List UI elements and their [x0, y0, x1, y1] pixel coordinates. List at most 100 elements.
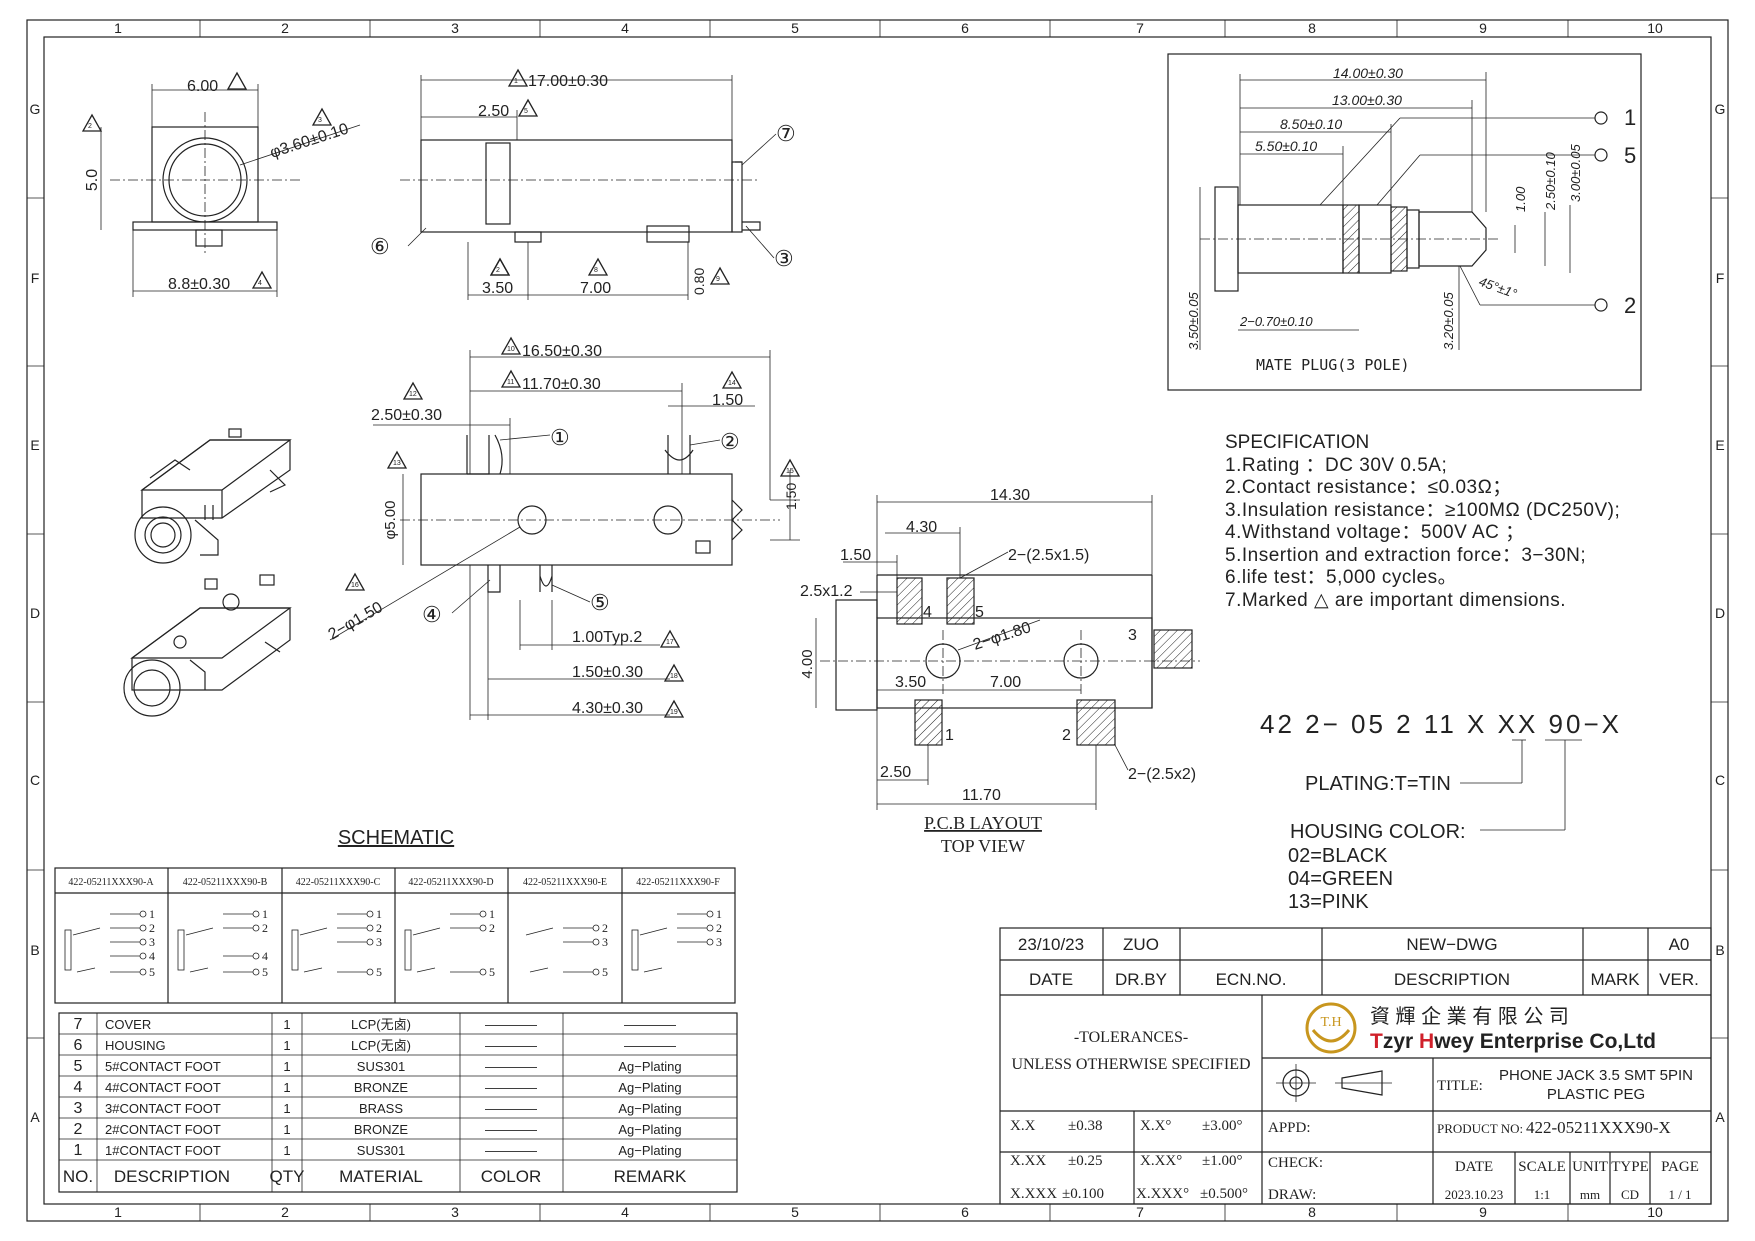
dim-top-length: 16.50±0.30 [522, 343, 602, 360]
part-number-code: 42 2− 05 2 11 X XX 90−X [1260, 709, 1622, 739]
bom-cell: 2#CONTACT FOOT [105, 1122, 221, 1137]
important-dim-marker [518, 99, 538, 117]
plug-pin-2: 2 [1624, 293, 1636, 318]
tol-cell: ±1.00° [1202, 1153, 1242, 1169]
col-label: 4 [621, 20, 629, 36]
dim-pcb-2-50: 2.50 [880, 764, 911, 781]
schematic-variant-name: 422-05211XXX90-A [68, 877, 154, 888]
row-label: D [1715, 605, 1725, 621]
row-label: A [30, 1109, 40, 1125]
rev-description: NEW−DWG [1406, 935, 1497, 954]
schematic-variant-name: 422-05211XXX90-F [636, 877, 720, 888]
bom-cell: ———— [624, 1038, 676, 1053]
bom-cell: BRONZE [354, 1080, 409, 1095]
pad-label-2: 2 [1062, 727, 1071, 744]
footer-header: DATE [1455, 1159, 1493, 1175]
dim-plug-0-70: 2−0.70±0.10 [1239, 314, 1313, 329]
marker-number: 3 [318, 117, 322, 124]
schematic-symbol: 123 [631, 907, 722, 973]
dim-plug-2-50: 2.50±0.10 [1543, 151, 1558, 211]
dim-plug-3-20: 3.20±0.05 [1441, 291, 1456, 350]
header-date: DATE [1029, 970, 1073, 989]
important-dim-marker [490, 258, 510, 276]
callout-7: ⑦ [776, 121, 796, 146]
bom-cell: Ag−Plating [618, 1101, 681, 1116]
bom-cell: Ag−Plating [618, 1059, 681, 1074]
dim-plug-13-00: 13.00±0.30 [1332, 92, 1402, 108]
tolerances-note: UNLESS OTHERWISE SPECIFIED [1011, 1056, 1250, 1073]
spec-line: 4.Withstand voltage：500V AC ； [1225, 522, 1525, 543]
dim-top-diameter: φ5.00 [382, 501, 399, 540]
col-label: 5 [791, 1204, 799, 1220]
pad-label-3: 3 [1128, 627, 1137, 644]
col-label: 7 [1136, 20, 1144, 36]
col-label: 3 [451, 1204, 459, 1220]
row-label: D [30, 605, 40, 621]
spec-line: 6.life test：5,000 cycles。 [1225, 567, 1457, 588]
important-dim-marker [588, 258, 608, 276]
bom-cell: SUS301 [357, 1143, 405, 1158]
marker-number: 18 [670, 673, 678, 680]
dim-plug-8-50: 8.50±0.10 [1280, 116, 1342, 132]
dim-side-pitch-1: 3.50 [482, 280, 513, 297]
rev-date: 23/10/23 [1018, 935, 1084, 954]
col-label: 2 [281, 20, 289, 36]
spec-line: 7.Marked △ are important dimensions. [1225, 590, 1566, 611]
header-mark: MARK [1590, 970, 1640, 989]
pad-label-4: 4 [923, 604, 932, 621]
tol-cell: X.XXX° [1136, 1186, 1189, 1202]
dim-plug-angle: 45°±1° [1477, 274, 1519, 302]
check-label: CHECK: [1268, 1155, 1323, 1171]
row-label: E [1715, 437, 1724, 453]
bom-cell: 2 [74, 1121, 83, 1138]
col-label: 9 [1479, 20, 1487, 36]
bom-cell: 4#CONTACT FOOT [105, 1080, 221, 1095]
dim-plug-5-50: 5.50±0.10 [1255, 138, 1317, 154]
bom-cell: 1 [283, 1059, 290, 1074]
callout-1: ① [550, 425, 570, 450]
dim-front-width: 6.00 [187, 78, 218, 95]
row-label: E [30, 437, 39, 453]
part-number-key: 42 2− 05 2 11 X XX 90−X PLATING:T=TIN HO… [1260, 709, 1622, 913]
housing-color: 04=GREEN [1288, 868, 1393, 890]
dim-top-pitch: 11.70±0.30 [522, 376, 601, 393]
marker-number: 17 [666, 639, 674, 646]
row-label: G [30, 101, 41, 117]
header-version: VER. [1659, 970, 1699, 989]
important-dim-marker [710, 267, 730, 285]
tol-cell: X.XX° [1140, 1153, 1182, 1169]
marker-number: 4 [258, 280, 262, 287]
row-label: C [30, 772, 40, 788]
col-label: 5 [791, 20, 799, 36]
schematic-pin-label: 3 [602, 935, 608, 949]
pad-label-1: 1 [945, 727, 954, 744]
tol-cell: ±3.00° [1202, 1118, 1242, 1134]
bom-cell: 1 [283, 1122, 290, 1137]
dim-front-height: 5.0 [84, 169, 101, 191]
dim-plug-3-00: 3.00±0.05 [1568, 143, 1583, 202]
bom-header: MATERIAL [339, 1167, 423, 1186]
dim-pcb-1-50: 1.50 [840, 547, 871, 564]
bom-cell: 1 [283, 1143, 290, 1158]
tol-cell: X.XXX [1010, 1186, 1057, 1202]
company-logo-mark: T.H [1320, 1015, 1341, 1030]
marker-number: 5 [524, 108, 528, 115]
callout-6: ⑥ [370, 234, 390, 259]
col-label: 10 [1647, 1204, 1663, 1220]
top-view: 10 16.50±0.30 11 11.70±0.30 2.50±0.30 12… [326, 337, 800, 720]
bom-cell: ———— [485, 1080, 537, 1095]
schematic-pin-label: 2 [149, 921, 155, 935]
schematic-variant-name: 422-05211XXX90-C [296, 877, 381, 888]
schematic-pin-label: 5 [149, 965, 155, 979]
bom-cell: 5 [74, 1058, 83, 1075]
important-dim-marker [227, 72, 247, 90]
row-label: B [30, 942, 39, 958]
plating-note: PLATING:T=TIN [1305, 773, 1451, 795]
callout-5: ⑤ [590, 590, 610, 615]
pad-label-5: 5 [975, 604, 984, 621]
dim-top-offset: 2.50±0.30 [371, 407, 442, 424]
marker-number: 1 [514, 78, 518, 85]
